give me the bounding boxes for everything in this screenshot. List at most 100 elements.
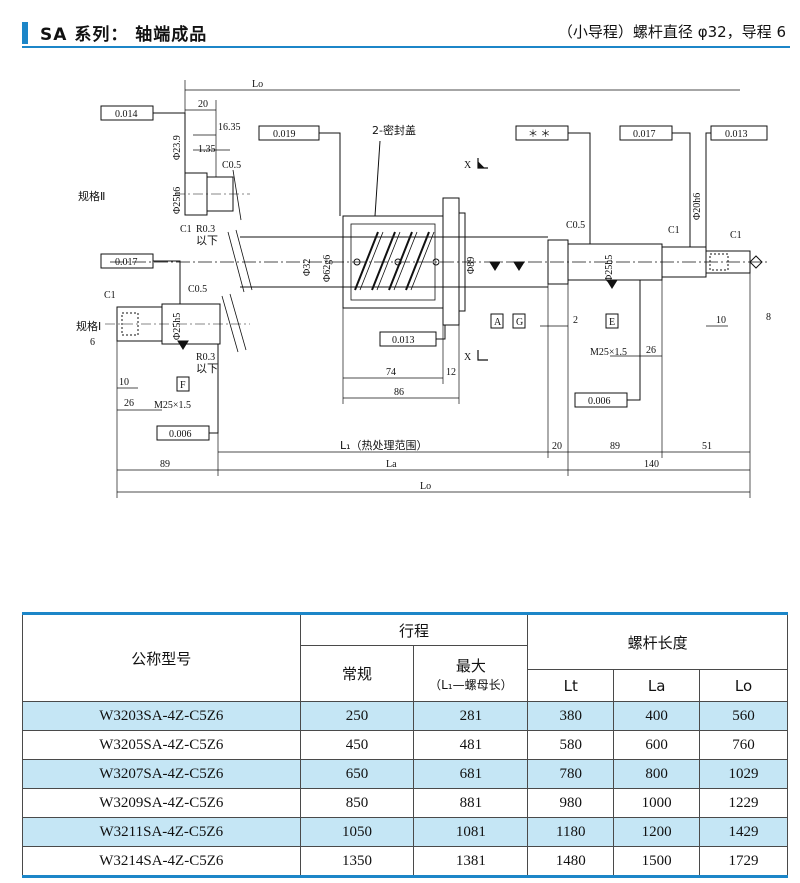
cell-normal: 250 [299,701,415,731]
table-row: W3211SA-4Z-C5Z6 1050 1081 1180 1200 1429 [22,817,788,847]
table-row: W3203SA-4Z-C5Z6 250 281 380 400 560 [22,701,788,731]
tolerance-value: 0.014 [115,109,138,120]
dim-label: 20 [552,441,562,452]
tolerance-value: 0.019 [273,129,296,140]
dim-label: 26 [646,345,656,356]
dim-label: C0.5 [188,284,207,295]
cell-max: 681 [413,759,529,789]
cell-lt: 380 [527,701,615,731]
dim-label: 2 [573,315,578,326]
col-header-lt: Lt [527,669,615,702]
dim-label: Lo [420,481,431,492]
cell-model: W3214SA-4Z-C5Z6 [22,846,301,877]
dim-label: 8 [766,312,771,323]
page-title: SA 系列： 轴端成品 [40,25,208,45]
cell-la: 800 [613,759,701,789]
cell-model: W3203SA-4Z-C5Z6 [22,701,301,731]
cell-lt: 580 [527,730,615,760]
tolerance-value: 0.017 [115,257,138,268]
table-row: W3209SA-4Z-C5Z6 850 881 980 1000 1229 [22,788,788,818]
dim-label: Φ23.9 [172,135,183,160]
cell-lt: 780 [527,759,615,789]
dim-label: Φ20h6 [692,193,703,220]
cell-model: W3209SA-4Z-C5Z6 [22,788,301,818]
tolerance-value: 0.017 [633,129,656,140]
cell-la: 400 [613,701,701,731]
datum-e: E [609,317,615,328]
cell-normal: 1050 [299,817,415,847]
dim-label: Lo [252,79,263,90]
technical-drawing: 规格Ⅱ 规格Ⅰ 2-密封盖 X X L₁（热处理范围） 0.014 0.019 … [76,79,771,498]
seal-label: 2-密封盖 [372,123,416,137]
dim-label: 89 [160,459,170,470]
col-header-max-note: （L₁—螺母长） [429,677,513,692]
datum-a: A [494,317,502,328]
col-header-length: 螺杆长度 [527,613,788,670]
cell-model: W3207SA-4Z-C5Z6 [22,759,301,789]
col-header-normal: 常规 [299,645,415,702]
dim-label: 51 [702,441,712,452]
col-header-stroke: 行程 [299,613,529,646]
tolerance-value: 0.006 [169,429,192,440]
dim-label: 6 [90,337,95,348]
table-row: W3214SA-4Z-C5Z6 1350 1381 1480 1500 1729 [22,846,788,877]
cell-lo: 560 [699,701,788,731]
cell-la: 1500 [613,846,701,877]
dim-label: 16.35 [218,122,241,133]
page-subtitle: （小导程）螺杆直径 φ32，导程 6 [557,23,786,41]
table-row: W3205SA-4Z-C5Z6 450 481 580 600 760 [22,730,788,760]
tolerance-value: 0.006 [588,396,611,407]
dim-label: 140 [644,459,659,470]
datum-g: G [516,317,523,328]
dim-label: M25×1.5 [154,400,191,411]
col-header-max: 最大 （L₁—螺母长） [413,645,529,702]
page-header: SA 系列： 轴端成品 （小导程）螺杆直径 φ32，导程 6 [22,12,790,48]
dim-label: C1 [730,230,742,241]
cell-lt: 1480 [527,846,615,877]
cell-max: 881 [413,788,529,818]
tolerance-value: ＊ ＊ [528,129,551,140]
spec-table: 公称型号 行程 螺杆长度 常规 最大 （L₁—螺母长） Lt La Lo W32… [22,612,788,878]
spec-1-label: 规格Ⅰ [76,319,101,333]
dim-label: 86 [394,387,404,398]
header-accent-bar [22,22,28,44]
dim-label: 20 [198,99,208,110]
dim-label: Φ25h5 [172,313,183,340]
col-header-lo: Lo [699,669,788,702]
heat-range-label: L₁（热处理范围） [340,438,428,452]
cell-lt: 1180 [527,817,615,847]
dim-label: La [386,459,397,470]
col-header-model: 公称型号 [22,613,301,702]
col-header-max-label: 最大 [455,656,486,675]
cell-la: 1000 [613,788,701,818]
cell-max: 1081 [413,817,529,847]
section-mark-bottom: X [464,352,472,363]
datum-f: F [180,380,186,391]
cell-max: 481 [413,730,529,760]
cell-normal: 650 [299,759,415,789]
spec-2-label: 规格Ⅱ [78,189,105,203]
cell-la: 600 [613,730,701,760]
dim-label: M25×1.5 [590,347,627,358]
dim-label: R0.3 [196,352,215,363]
dim-label: 以下 [196,362,218,375]
cell-max: 281 [413,701,529,731]
cell-lo: 760 [699,730,788,760]
cell-lt: 980 [527,788,615,818]
col-header-la: La [613,669,701,702]
table-row: W3207SA-4Z-C5Z6 650 681 780 800 1029 [22,759,788,789]
cell-lo: 1729 [699,846,788,877]
dim-label: 以下 [196,234,218,247]
dim-label: 26 [124,398,134,409]
dim-label: 74 [386,367,396,378]
cell-la: 1200 [613,817,701,847]
dim-label: Φ25h5 [604,255,615,282]
cell-normal: 850 [299,788,415,818]
dim-label: Φ62g6 [322,255,333,282]
dim-label: Φ25h6 [172,187,183,214]
dim-label: C1 [104,290,116,301]
dim-label: 10 [716,315,726,326]
dim-label: Φ32 [302,259,313,276]
dim-label: 10 [119,377,129,388]
cell-lo: 1229 [699,788,788,818]
